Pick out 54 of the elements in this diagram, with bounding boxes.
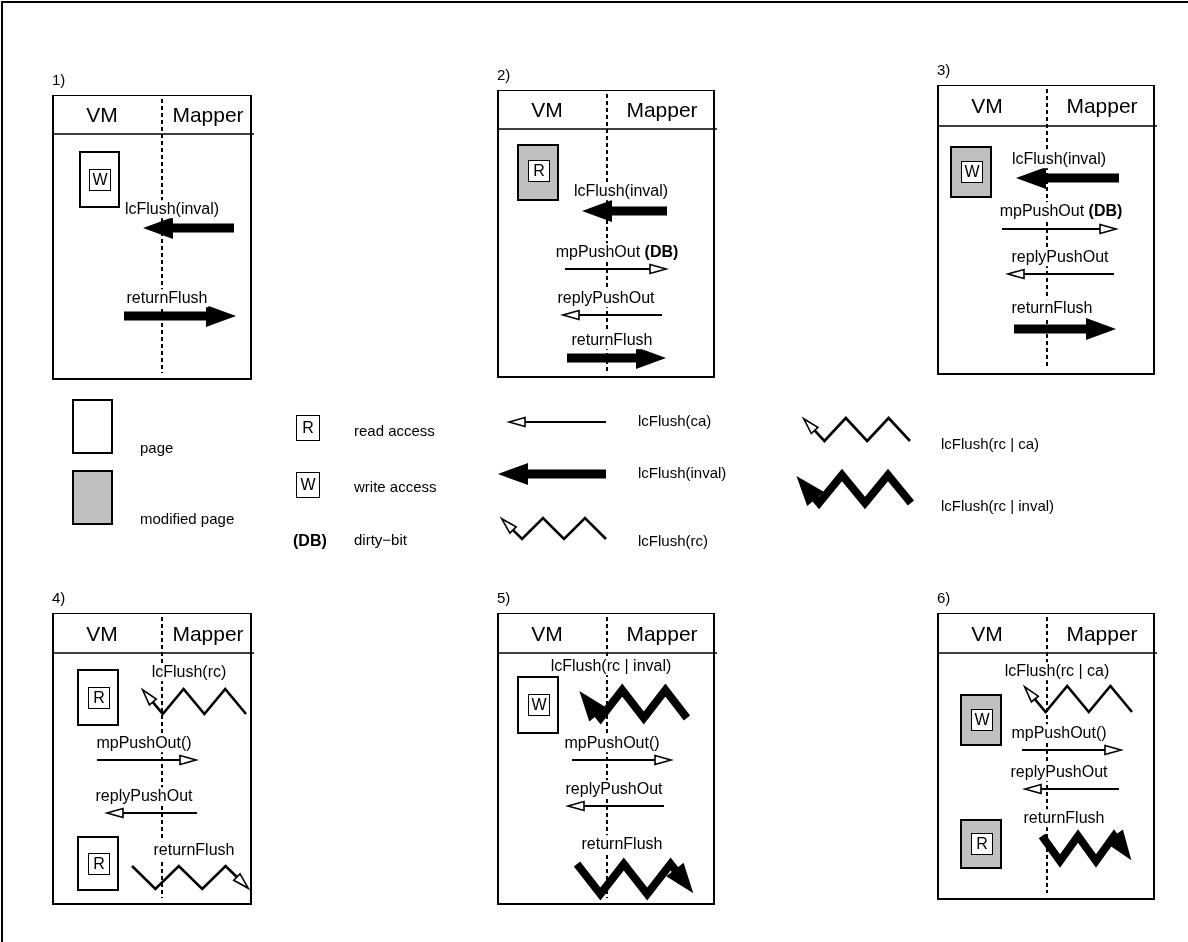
message-label: lcFlush(inval) xyxy=(123,200,221,218)
message-label: mpPushOut() xyxy=(95,734,193,752)
legend-label: lcFlush(ca) xyxy=(638,411,712,429)
access-marker: W xyxy=(961,161,983,183)
access-marker: R xyxy=(971,833,993,855)
message-label: replyPushOut xyxy=(94,787,194,805)
message-label: returnFlush xyxy=(1022,809,1106,827)
message-label: replyPushOut xyxy=(564,780,664,798)
page-symbol xyxy=(517,144,559,201)
message-label: lcFlush(inval) xyxy=(572,182,670,200)
legend-label: lcFlush(rc) xyxy=(638,531,708,549)
page-symbol xyxy=(960,819,1002,869)
message-label: mpPushOut() xyxy=(1010,724,1108,742)
message-label: mpPushOut() xyxy=(563,734,661,752)
access-marker: W xyxy=(296,472,320,498)
legend-symbol: (DB) xyxy=(293,532,327,550)
page-symbol xyxy=(517,676,559,734)
access-marker: R xyxy=(88,853,110,875)
page-symbol xyxy=(77,669,119,726)
legend-label: dirty−bit xyxy=(354,530,407,548)
panel-number: 1) xyxy=(52,71,66,88)
message-label: replyPushOut xyxy=(1010,248,1110,266)
panel-number: 5) xyxy=(497,589,511,606)
legend-label: read access xyxy=(354,421,435,439)
panel-number: 3) xyxy=(937,61,951,78)
panel-number: 2) xyxy=(497,66,511,83)
legend-label: modified page xyxy=(140,509,235,527)
page-symbol xyxy=(77,836,119,891)
access-marker: W xyxy=(971,709,993,731)
legend-label: page xyxy=(140,438,174,456)
page-symbol xyxy=(950,146,992,198)
message-label: returnFlush xyxy=(570,331,654,349)
message-label: returnFlush xyxy=(125,289,209,307)
access-marker: W xyxy=(528,694,550,716)
legend-label: lcFlush(rc | inval) xyxy=(941,496,1055,514)
message-label: returnFlush xyxy=(1010,299,1094,317)
page-symbol xyxy=(79,151,120,208)
legend-label: lcFlush(inval) xyxy=(638,463,727,481)
access-marker: W xyxy=(89,169,111,191)
access-marker: R xyxy=(88,687,110,709)
access-marker: R xyxy=(296,415,320,441)
message-label: mpPushOut (DB) xyxy=(554,243,680,261)
message-label: lcFlush(inval) xyxy=(1010,150,1108,168)
message-label: returnFlush xyxy=(580,835,664,853)
message-label: replyPushOut xyxy=(556,289,656,307)
message-label: returnFlush xyxy=(152,841,236,859)
access-marker: R xyxy=(528,160,550,182)
page-symbol xyxy=(960,694,1002,746)
legend-label: lcFlush(rc | ca) xyxy=(941,434,1040,452)
legend-label: write access xyxy=(354,477,437,495)
message-label: replyPushOut xyxy=(1009,763,1109,781)
panel-number: 6) xyxy=(937,589,951,606)
message-label: mpPushOut (DB) xyxy=(998,202,1124,220)
panel-number: 4) xyxy=(52,589,66,606)
